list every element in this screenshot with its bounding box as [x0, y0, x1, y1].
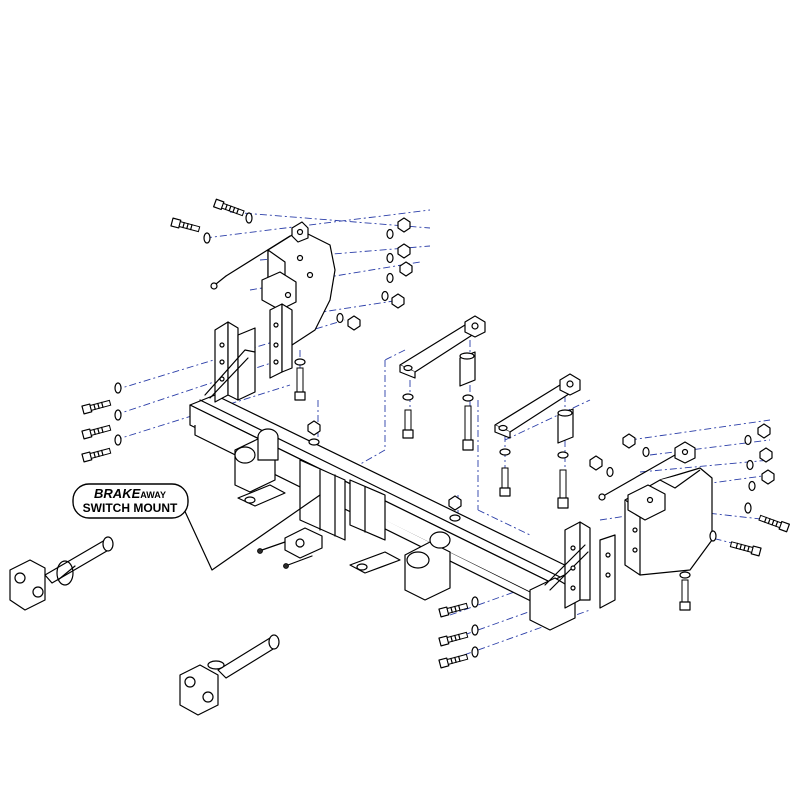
- callout-line2: SWITCH MOUNT: [83, 501, 178, 515]
- callout-brand-word: BRAKE: [94, 486, 141, 501]
- bolts-right-side: [709, 502, 790, 557]
- left-mount-bracket: [261, 221, 336, 379]
- vertical-bolt-right: [679, 571, 691, 611]
- brakeaway-callout: BRAKEAWAY SWITCH MOUNT: [72, 483, 189, 519]
- nuts-left: [336, 217, 413, 331]
- safety-cable-left: [210, 235, 291, 290]
- bolts-left-top: [170, 198, 253, 244]
- switch-mount-plate: [257, 527, 323, 569]
- svg-text:BRAKEAWAY: BRAKEAWAY: [94, 486, 166, 501]
- callout-leaders: [181, 494, 321, 571]
- center-bolt-right: [448, 495, 462, 522]
- adjustable-tab-right: [494, 373, 581, 509]
- pin-assembly: [179, 634, 280, 716]
- vertical-bolt-left: [294, 358, 306, 401]
- center-brackets: [299, 459, 401, 574]
- left-receiver: [234, 428, 286, 507]
- right-receiver: [404, 531, 576, 631]
- adjustable-tab-left: [399, 315, 486, 451]
- right-arm: [544, 521, 616, 609]
- pin-assembly-with-clip: [9, 536, 114, 611]
- center-bolt-left: [307, 420, 321, 446]
- right-mount-bracket: [598, 441, 713, 576]
- left-arm: [204, 321, 256, 403]
- bolts-left-side: [81, 382, 122, 463]
- nuts-right: [589, 423, 775, 492]
- bolts-right-bottom: [438, 596, 479, 669]
- callout-brand-suffix: AWAY: [140, 490, 166, 500]
